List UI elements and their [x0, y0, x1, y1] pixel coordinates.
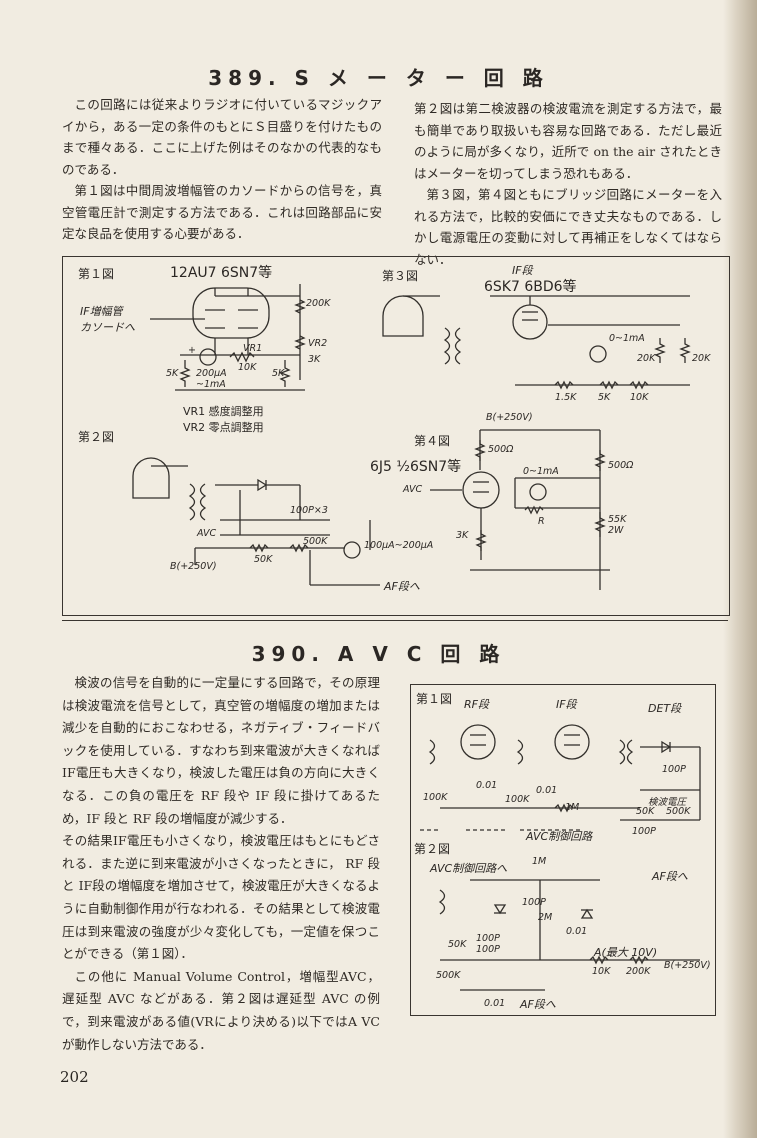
section-divider — [62, 620, 728, 621]
figure-390-frame — [410, 684, 716, 1016]
fig390-1-r50k: 50K — [636, 806, 655, 817]
fig390-2-c100p-b: 100P — [476, 933, 500, 944]
paragraph: この他に Manual Volume Control，増幅型AVC，遅延型 AV… — [62, 968, 380, 1052]
fig389-4-avc: AVC — [403, 484, 423, 495]
fig389-4-r500b: 500Ω — [608, 460, 634, 471]
fig389-2-c100p: 100P×3 — [290, 505, 328, 516]
fig390-1-stage-det: DET段 — [648, 702, 682, 715]
fig389-3-stage: IF段 — [512, 264, 533, 277]
section-389-title: 389. S メ ー タ ー 回 路 — [208, 66, 549, 90]
section-389-left-text: この回路には従来よりラジオに付いているマジックアイから，ある一定の条件のもとにＳ… — [62, 94, 382, 245]
fig389-2-af-out: AF段へ — [384, 580, 420, 593]
fig389-2-r500k: 500K — [303, 536, 328, 547]
fig389-4-r55k: 55K 2W — [608, 514, 627, 536]
fig390-2-c100p-a: 100P — [522, 897, 546, 908]
fig390-1-af-out: AF段へ — [652, 870, 688, 883]
fig390-2-b250: B(+250V) — [664, 960, 711, 971]
fig389-1-input: IF増幅管 カソードへ — [80, 305, 135, 334]
paragraph: 第１図は中間周波増幅管のカソードからの信号を，真空管電圧計で測定する方法である．… — [62, 183, 382, 241]
fig390-2-avc-line: AVC制御回路へ — [430, 862, 508, 875]
fig390-1-c001a: 0.01 — [476, 780, 498, 791]
paragraph: 第２図は第二検波器の検波電流を測定する方法で，最も簡単であり取扱いも容易な回路で… — [414, 101, 722, 181]
fig389-2-avc: AVC — [197, 528, 217, 539]
fig390-2-af-out: AF段へ — [520, 998, 556, 1011]
fig389-3-r5k: 5K — [598, 392, 611, 403]
fig390-2-c001b: 0.01 — [484, 998, 506, 1009]
fig389-1-meter: 200μA ~1mA — [196, 368, 227, 390]
fig389-3-label: 第３図 — [382, 269, 419, 283]
section-389-right-text: 第２図は第二検波器の検波電流を測定する方法で，最も簡単であり取扱いも容易な回路で… — [414, 98, 722, 270]
fig390-1-stage-rf: RF段 — [464, 698, 489, 711]
fig390-1-c001b: 0.01 — [536, 785, 558, 796]
fig389-1-legend-vr2: VR2 零点調整用 — [183, 421, 264, 434]
fig389-1-label: 第１図 — [78, 267, 115, 281]
fig389-2-label: 第２図 — [78, 430, 115, 444]
fig390-1-c100p-b: 100P — [632, 826, 656, 837]
fig390-1-det-voltage: 検波電圧 — [648, 797, 687, 808]
page-edge-shadow — [723, 0, 757, 1138]
fig390-2-r500k: 500K — [436, 970, 461, 981]
fig390-1-avc-line: AVC制御回路 — [526, 830, 593, 843]
fig389-2-b250: B(+250V) — [170, 561, 217, 572]
fig390-2-point-a: A(最大 10V) — [594, 946, 658, 959]
fig390-1-label: 第１図 — [416, 692, 453, 706]
fig389-1-r3k: 3K — [308, 354, 321, 365]
section-390-title: 390. A V C 回 路 — [251, 642, 506, 666]
fig389-4-supply: B(+250V) — [486, 412, 533, 423]
fig390-2-c001: 0.01 — [566, 926, 588, 937]
fig390-1-r100k-a: 100K — [423, 792, 448, 803]
fig389-1-r5k-b: 5K — [272, 368, 285, 379]
fig389-4-label: 第４図 — [414, 434, 451, 448]
fig389-3-r20k-b: 20K — [692, 353, 711, 364]
tube-envelope — [192, 287, 270, 339]
section-390-text: 検波の信号を自動的に一定量にする回路で，その原理は検波電流を信号として，真空管の… — [62, 672, 380, 1056]
page-number: 202 — [60, 1068, 89, 1086]
fig389-1-r10k: 10K — [238, 362, 257, 373]
fig389-4-r500a: 500Ω — [488, 444, 514, 455]
fig390-1-c100p-a: 100P — [662, 764, 686, 775]
figure-389-frame — [62, 256, 730, 616]
fig390-1-r500k: 500K — [666, 806, 691, 817]
fig390-2-r200k: 200K — [626, 966, 651, 977]
fig389-4-r3k: 3K — [456, 530, 469, 541]
fig390-2-c100p-c: 100P — [476, 944, 500, 955]
fig390-2-label: 第２図 — [414, 842, 451, 856]
fig389-1-r200k: 200K — [306, 298, 331, 309]
fig390-2-r2m: 2M — [538, 912, 553, 923]
fig389-4-tubes: 6J5 ½6SN7等 — [370, 459, 462, 475]
fig389-4-meter: 0~1mA — [523, 466, 559, 477]
fig389-1-legend-vr1: VR1 感度調整用 — [183, 405, 264, 418]
fig389-1-tubes: 12AU7 6SN7等 — [170, 265, 273, 281]
fig389-3-r10k: 10K — [630, 392, 649, 403]
fig389-1-plus: + — [188, 345, 196, 356]
fig390-1-r100k-b: 100K — [505, 794, 530, 805]
fig389-3-meter: 0~1mA — [609, 333, 645, 344]
fig390-2-r50k: 50K — [448, 939, 467, 950]
fig389-1-r5k-a: 5K — [166, 368, 179, 379]
fig389-1-vr1: VR1 — [243, 343, 263, 354]
fig389-1-vr2: VR2 — [308, 338, 328, 349]
fig389-3-tubes: 6SK7 6BD6等 — [484, 279, 577, 295]
paragraph: 第３図，第４図ともにブリッジ回路にメーターを入れる方法で，比較的安価にでき丈夫な… — [414, 187, 722, 267]
fig389-4-r: R — [538, 516, 545, 527]
paragraph: この回路には従来よりラジオに付いているマジックアイから，ある一定の条件のもとにＳ… — [62, 97, 382, 177]
paragraph: その結果IF電圧も小さくなり，検波電圧はもとにもどされる．また逆に到来電波が小さ… — [62, 833, 380, 962]
fig390-1-r1m: 1M — [565, 802, 580, 813]
fig389-2-r50k: 50K — [254, 554, 273, 565]
fig390-2-r10k: 10K — [592, 966, 611, 977]
fig390-2-r1m: 1M — [532, 856, 547, 867]
fig389-2-meter: 100μA~200μA — [364, 540, 434, 551]
fig389-3-r1-5k: 1.5K — [555, 392, 577, 403]
fig390-1-stage-if: IF段 — [556, 698, 577, 711]
paragraph: 検波の信号を自動的に一定量にする回路で，その原理は検波電流を信号として，真空管の… — [62, 675, 380, 826]
fig389-3-r20k-a: 20K — [637, 353, 656, 364]
